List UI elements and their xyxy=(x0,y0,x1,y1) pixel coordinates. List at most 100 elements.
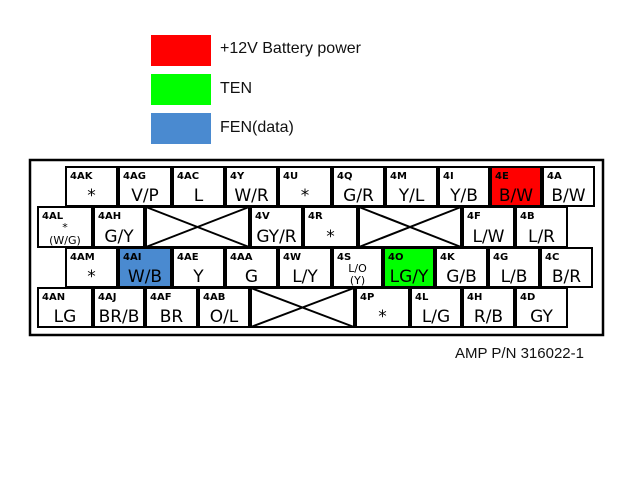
wire-color: L/W xyxy=(472,227,504,247)
cell-border xyxy=(225,247,278,288)
pin-id: 4M xyxy=(390,171,407,182)
pin-id: 4AC xyxy=(177,171,199,182)
pin-id: 4A xyxy=(547,171,562,182)
connector-outline xyxy=(28,158,605,337)
pin-cell: 4SL/O(Y) xyxy=(332,247,383,288)
wire-color: L xyxy=(194,186,204,206)
pin-id: 4V xyxy=(255,211,270,222)
wire-color: * xyxy=(326,227,335,247)
pin-cell: 4AB O/L xyxy=(198,287,250,328)
wire-color: GY xyxy=(530,307,553,327)
cell-border xyxy=(118,166,172,207)
cell-border xyxy=(462,206,515,248)
legend-label-ten: TEN xyxy=(220,80,252,97)
cell-border xyxy=(488,247,540,288)
pin-id: 4AN xyxy=(42,292,65,303)
pin-cell: 4AC L xyxy=(172,166,225,207)
cell-border xyxy=(198,287,250,328)
blank-cavity xyxy=(145,206,250,248)
pin-cell: 4AB/W xyxy=(542,166,595,207)
pin-id: 4I xyxy=(443,171,454,182)
cell-border xyxy=(303,206,358,248)
pin-id: 4AI xyxy=(123,252,141,263)
cell-border xyxy=(93,206,145,248)
wire-color: Y/B xyxy=(449,186,478,206)
wire-color: G/R xyxy=(343,186,374,206)
wire-note: (Y) xyxy=(350,274,365,287)
wire-color: * xyxy=(62,221,68,234)
pin-id: 4U xyxy=(283,171,298,182)
pin-cell: 4YW/R xyxy=(225,166,278,207)
legend-label-fen: FEN(data) xyxy=(220,119,294,136)
cell-border xyxy=(542,166,595,207)
wire-color: GY/R xyxy=(256,227,296,247)
cell-border xyxy=(462,287,515,328)
pin-id: 4O xyxy=(388,252,403,263)
pin-cell: 4R* xyxy=(303,206,358,248)
wire-color: L/G xyxy=(422,307,450,327)
cell-border xyxy=(438,166,490,207)
cell-border xyxy=(145,287,198,328)
wire-color: O/L xyxy=(210,307,239,327)
legend-swatch-fen xyxy=(151,113,211,144)
pin-cell: 4AG V/P xyxy=(118,166,172,207)
pin-id: 4P xyxy=(360,292,374,303)
cell-border xyxy=(515,287,568,328)
cell-border xyxy=(172,247,225,288)
pin-cell: 4AM* xyxy=(65,247,118,288)
pin-id: 4AB xyxy=(203,292,225,303)
wire-color: LG xyxy=(54,307,77,327)
wire-color: Y/L xyxy=(398,186,425,206)
cell-border xyxy=(278,166,332,207)
pin-id: 4AE xyxy=(177,252,199,263)
cell-border xyxy=(355,287,410,328)
wire-color: L/R xyxy=(528,227,555,247)
wire-color: G/Y xyxy=(104,227,134,247)
wire-note: (W/G) xyxy=(49,234,81,247)
pin-cell: 4AL*(W/G) xyxy=(37,206,93,248)
wire-color: R/B xyxy=(474,307,503,327)
blank-cavity xyxy=(358,206,462,248)
pin-id: 4S xyxy=(337,252,351,263)
cross-line xyxy=(145,206,250,248)
cell-border xyxy=(65,166,118,207)
legend-swatch-ten xyxy=(151,74,211,105)
pin-id: 4B xyxy=(520,211,535,222)
cell-border xyxy=(93,287,145,328)
pin-cell: 4L L/G xyxy=(410,287,462,328)
cell-border xyxy=(65,247,118,288)
pin-cell: 4P* xyxy=(355,287,410,328)
pin-id: 4AH xyxy=(98,211,121,222)
pin-id: 4AL xyxy=(42,211,64,222)
cell-border xyxy=(332,166,385,207)
pin-id: 4H xyxy=(467,292,482,303)
pin-id: 4C xyxy=(545,252,559,263)
cell-border xyxy=(515,206,568,248)
pin-id: 4AJ xyxy=(98,292,116,303)
cross-line xyxy=(250,287,355,328)
pin-id: 4Q xyxy=(337,171,352,182)
pin-cell: 4WL/Y xyxy=(278,247,332,288)
cross-line xyxy=(358,206,462,248)
pin-cell: 4B L/R xyxy=(515,206,568,248)
pin-cell: 4AK * xyxy=(65,166,118,207)
pin-cell: 4AH G/Y xyxy=(93,206,145,248)
pin-cell: 4M Y/L xyxy=(385,166,438,207)
legend-swatch-battery xyxy=(151,35,211,66)
wire-color: V/P xyxy=(131,186,159,206)
pin-id: 4AK xyxy=(70,171,94,182)
wire-color: G xyxy=(245,267,258,287)
wire-color: * xyxy=(87,186,96,206)
legend-label-battery: +12V Battery power xyxy=(220,40,361,57)
cell-border xyxy=(172,166,225,207)
pin-cell: 4FL/W xyxy=(462,206,515,248)
wire-color: BR xyxy=(160,307,184,327)
wire-color: W/R xyxy=(234,186,269,206)
pin-id: 4AG xyxy=(123,171,146,182)
pin-id: 4L xyxy=(415,292,429,303)
